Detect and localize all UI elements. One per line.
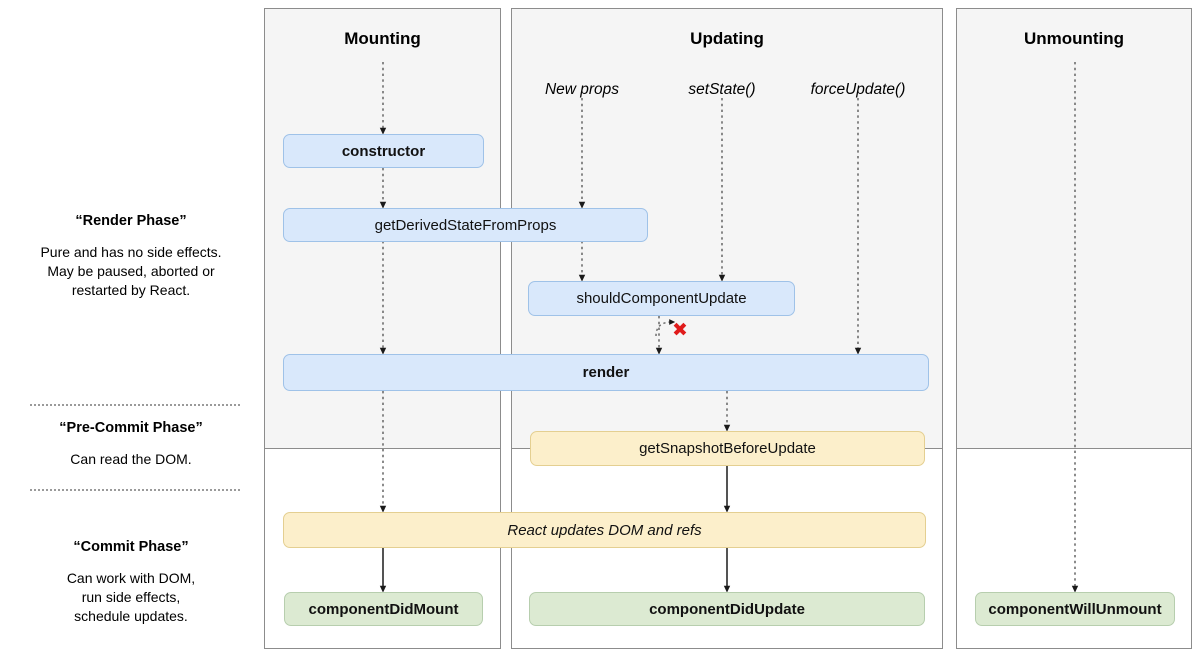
trigger-set-state: setState() bbox=[688, 81, 756, 98]
legend-render-phase-title: “Render Phase” bbox=[75, 213, 187, 229]
unmounting-render-phase-region bbox=[957, 9, 1191, 449]
skip-render-x-icon: ✖ bbox=[672, 319, 688, 341]
node-component-did-mount[interactable]: componentDidMount bbox=[284, 592, 483, 626]
node-get-derived-state-from-props[interactable]: getDerivedStateFromProps bbox=[283, 208, 648, 242]
legend-render-phase-body: Pure and has no side effects. May be pau… bbox=[40, 244, 222, 298]
trigger-force-update: forceUpdate() bbox=[810, 81, 906, 98]
node-component-will-unmount[interactable]: componentWillUnmount bbox=[975, 592, 1175, 626]
column-title-mounting: Mounting bbox=[344, 29, 421, 48]
legend-separator-bottom bbox=[30, 489, 240, 491]
panel-mounting: Mounting bbox=[264, 8, 501, 649]
legend-separator-top bbox=[30, 404, 240, 406]
node-component-did-update[interactable]: componentDidUpdate bbox=[529, 592, 925, 626]
legend-pre-commit-phase-title: “Pre-Commit Phase” bbox=[59, 420, 203, 436]
legend-render-phase: “Render Phase” Pure and has no side effe… bbox=[0, 213, 262, 300]
node-constructor[interactable]: constructor bbox=[283, 134, 484, 168]
legend-pre-commit-phase-body: Can read the DOM. bbox=[70, 451, 192, 467]
column-title-unmounting: Unmounting bbox=[1023, 29, 1125, 48]
node-get-snapshot-before-update[interactable]: getSnapshotBeforeUpdate bbox=[530, 431, 925, 466]
node-should-component-update[interactable]: shouldComponentUpdate bbox=[528, 281, 795, 316]
legend-commit-phase: “Commit Phase” Can work with DOM, run si… bbox=[0, 539, 262, 626]
node-react-updates-dom-and-refs[interactable]: React updates DOM and refs bbox=[283, 512, 926, 548]
column-title-updating: Updating bbox=[690, 29, 764, 48]
legend-commit-phase-title: “Commit Phase” bbox=[73, 539, 189, 555]
panel-unmounting: Unmounting bbox=[956, 8, 1192, 649]
legend-commit-phase-body: Can work with DOM, run side effects, sch… bbox=[66, 570, 196, 624]
panel-updating: Updating bbox=[511, 8, 943, 649]
node-render[interactable]: render bbox=[283, 354, 929, 391]
trigger-new-props: New props bbox=[544, 81, 620, 98]
legend-pre-commit-phase: “Pre-Commit Phase” Can read the DOM. bbox=[0, 420, 262, 469]
